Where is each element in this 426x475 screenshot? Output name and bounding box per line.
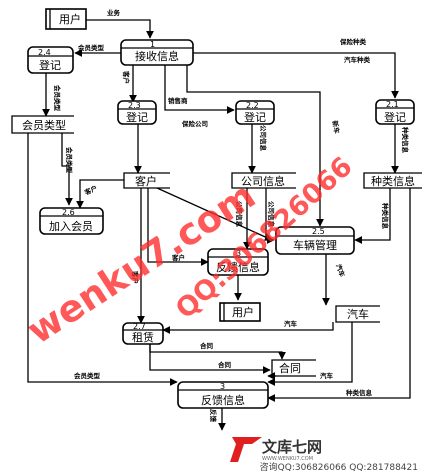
process-p25-num: 2.5 xyxy=(312,227,325,236)
flow-label-member-type-3: 会员类型 xyxy=(65,147,74,174)
process-p3b-label: 反馈信息 xyxy=(201,393,245,407)
flow-label-customer-1: 客户 xyxy=(122,70,131,84)
flow-label-kind-info-3: 种类信息 xyxy=(345,388,373,397)
flow-user-to-receive xyxy=(86,19,154,39)
flow-label-sales-dealer: 销售商 xyxy=(168,96,188,105)
flow-kindinfo-to-p25 xyxy=(354,188,391,244)
flow-label-feedback: 反馈 xyxy=(209,409,218,423)
store-company-info-label: 公司信息 xyxy=(241,174,285,188)
store-customer-label: 客户 xyxy=(135,174,157,188)
store-car-label: 汽车 xyxy=(347,307,369,321)
process-p3a: 3 反馈信息 xyxy=(207,248,269,276)
process-p24: 2.4 登记 xyxy=(27,46,74,74)
store-car: 汽车 xyxy=(335,305,380,323)
process-p3a-label: 反馈信息 xyxy=(216,260,260,274)
flow-lines xyxy=(27,19,411,431)
flow-label-customer-2: 客户 xyxy=(82,183,98,197)
process-p23-num: 2.3 xyxy=(128,101,141,110)
entity-user-mid-label: 用户 xyxy=(232,305,254,319)
footer-brand: 文库七网 xyxy=(262,438,322,456)
flow-label-kind-info-1: 种类信息 xyxy=(401,126,410,154)
flow-label-insurance-kind: 保险种类 xyxy=(339,37,367,46)
process-p1-num: 1 xyxy=(150,40,155,49)
process-p21-label: 登记 xyxy=(384,110,406,124)
flow-label-company-info-1: 公司信息 xyxy=(259,125,268,152)
flow-label-member-type-2: 会员类型 xyxy=(53,85,62,112)
store-member-type: 会员类型 xyxy=(11,115,74,134)
process-p25: 2.5 车辆管理 xyxy=(275,226,355,255)
flow-label-insurer: 保险公司 xyxy=(181,119,208,128)
flow-label-customer-4: 客户 xyxy=(131,270,140,284)
flow-company-to-p25 xyxy=(265,188,275,244)
flow-label-member-type-4: 会员类型 xyxy=(74,371,101,380)
store-member-type-label: 会员类型 xyxy=(22,118,66,132)
process-p21-num: 2.1 xyxy=(386,100,399,109)
store-contract: 合同 xyxy=(271,359,316,377)
flow-customer-to-p26 xyxy=(76,179,124,209)
flow-label-company-info-3: 公司信息 xyxy=(267,201,276,228)
flow-label-member-type-1: 会员类型 xyxy=(78,43,105,52)
flow-label-new-car: 新车 xyxy=(331,120,342,135)
flow-membertype-to-p3b xyxy=(27,133,178,386)
process-p26-num: 2.6 xyxy=(62,208,75,217)
flow-kindinfo-to-p3b xyxy=(267,188,411,402)
process-p1-label: 接收信息 xyxy=(135,49,179,63)
entity-user-mid: 用户 xyxy=(219,302,261,322)
process-p22-label: 登记 xyxy=(244,110,266,124)
process-p3a-num: 3 xyxy=(236,249,241,258)
process-p21: 2.1 登记 xyxy=(375,99,415,125)
brand-logo-icon xyxy=(230,437,262,462)
flow-label-car-kind: 汽车种类 xyxy=(344,55,371,64)
flow-label-contract-1: 合同 xyxy=(199,341,214,350)
process-p26: 2.6 加入会员 xyxy=(39,207,104,235)
store-customer: 客户 xyxy=(123,172,170,189)
process-p24-num: 2.4 xyxy=(38,48,51,57)
flow-membertype-to-p26 xyxy=(61,133,73,206)
store-company-info: 公司信息 xyxy=(231,172,296,189)
process-p27: 2.7 租赁 xyxy=(122,322,164,345)
process-p27-num: 2.7 xyxy=(133,322,146,331)
process-p26-label: 加入会员 xyxy=(49,220,93,233)
process-p27-label: 租赁 xyxy=(132,330,154,344)
flow-customer-to-p3a xyxy=(147,188,209,266)
process-p22-num: 2.2 xyxy=(246,101,259,110)
footer: 文库七网 WWW.WENKU7.COM 咨询QQ:306826066 QQ:28… xyxy=(230,437,418,473)
process-p23: 2.3 登记 xyxy=(117,100,157,125)
process-p22: 2.2 登记 xyxy=(235,100,275,125)
flow-receive-to-p25 xyxy=(186,65,324,227)
flow-label-car-2: 汽车 xyxy=(284,319,298,328)
store-kind-info: 种类信息 xyxy=(363,172,422,189)
process-p24-label: 登记 xyxy=(39,58,61,72)
flow-label-contract-2: 合同 xyxy=(217,360,232,369)
flow-car-to-p27 xyxy=(162,322,334,334)
store-kind-info-label: 种类信息 xyxy=(371,174,415,188)
process-p23-label: 登记 xyxy=(126,110,148,124)
flow-receive-to-p21 xyxy=(193,52,399,99)
store-contract-label: 合同 xyxy=(279,361,301,375)
process-p3b: 3 反馈信息 xyxy=(177,381,269,409)
flow-label-car-3: 汽车 xyxy=(320,371,334,380)
process-p1: 1 接收信息 xyxy=(120,39,194,66)
flow-labels: 业务 会员类型 保险种类 汽车种类 销售商 保险公司 会员类型 客户 会员类型 … xyxy=(53,8,410,423)
footer-brand-sub: WWW.WENKU7.COM xyxy=(262,456,313,462)
process-p3b-num: 3 xyxy=(220,382,225,391)
flow-label-company-info-2: 公司信息 xyxy=(235,201,244,228)
flow-p27-to-contract-2 xyxy=(149,344,271,374)
entity-user-top-label: 用户 xyxy=(59,12,81,26)
entity-user-top: 用户 xyxy=(45,8,87,30)
flow-receive-to-p22 xyxy=(164,65,235,114)
flow-label-kind-info-2: 种类信息 xyxy=(381,202,390,230)
footer-contact: 咨询QQ:306826066 QQ:281788421 xyxy=(260,461,418,473)
process-p25-label: 车辆管理 xyxy=(293,238,337,252)
flow-label-business: 业务 xyxy=(107,8,121,17)
flow-p27-to-contract xyxy=(149,344,286,360)
flow-label-car-1: 汽车 xyxy=(334,263,347,279)
flow-customer-to-p25 xyxy=(156,187,273,241)
flow-label-customer-3: 客户 xyxy=(171,253,185,262)
flow-car-to-p3b xyxy=(267,322,353,386)
